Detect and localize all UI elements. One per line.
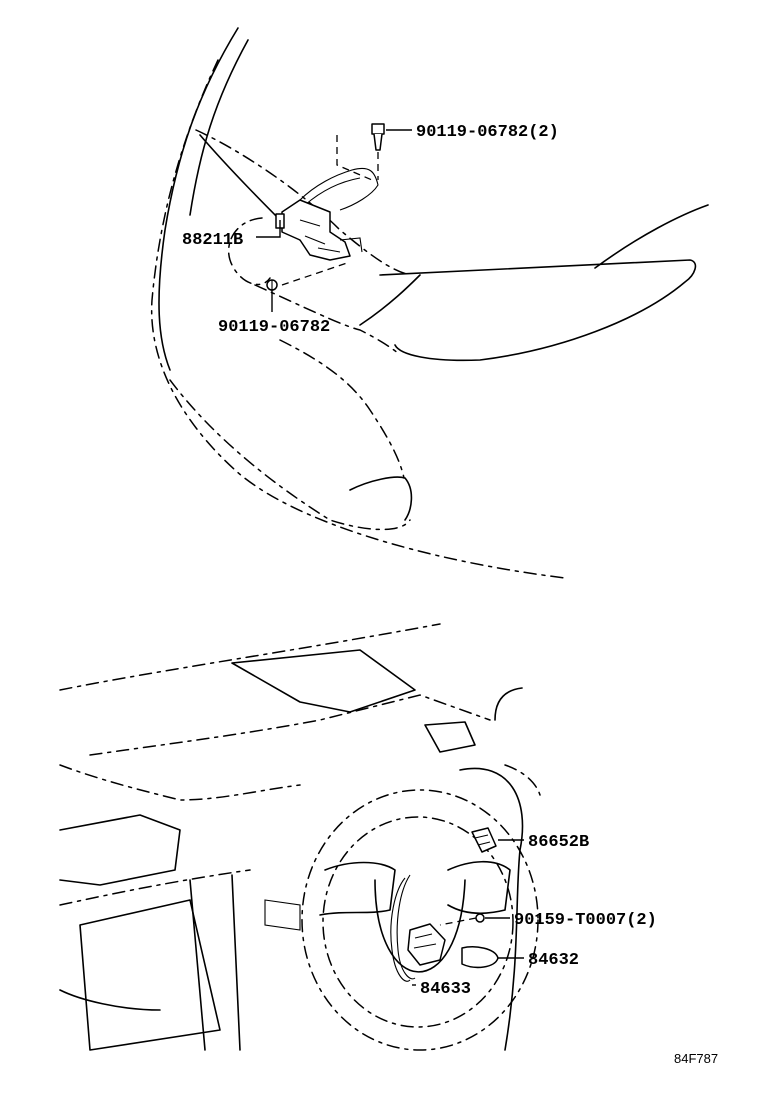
- dash-top-panel: [231, 649, 416, 713]
- module-assembly: [275, 199, 363, 261]
- hood-line-2: [379, 259, 697, 362]
- module-body: [281, 199, 351, 261]
- harness-wire: [390, 877, 411, 982]
- dash-right-edge: [494, 687, 523, 721]
- callout-bolt-lower: 90119-06782: [218, 318, 330, 337]
- switch-assembly: [407, 923, 446, 966]
- callout-screw: 90159-T0007(2): [514, 911, 657, 930]
- steering-hub: [374, 879, 466, 973]
- hood-hidden-line: [254, 284, 401, 356]
- steering-column: [264, 899, 301, 931]
- dash-center-stack: [59, 989, 161, 1011]
- fog-lamp-outline: [227, 217, 271, 286]
- steering-spoke-left: [319, 861, 396, 916]
- fender-edge-inner: [189, 39, 249, 216]
- switch-86652b: [471, 827, 497, 853]
- dash-face-line: [59, 764, 301, 801]
- dash-right-panel: [424, 721, 476, 753]
- bolt-lower-dash: [281, 261, 351, 286]
- callout-module: 88211B: [182, 231, 243, 250]
- hood-line-1: [594, 204, 709, 269]
- bolt-icon-lower: [266, 279, 278, 291]
- fender-edge-outer: [158, 27, 239, 371]
- lower-dashboard-view: 86652B 90159-T0007(2) 84632 84633: [59, 623, 657, 1051]
- callout-harness: 84633: [420, 980, 471, 999]
- dash-vertical-2: [231, 874, 241, 1051]
- lower-fascia-hidden: [279, 339, 405, 479]
- callout-switch-lower: 84632: [528, 951, 579, 970]
- steering-spoke-right: [447, 860, 511, 915]
- dash-right-hidden: [504, 764, 541, 796]
- upper-vehicle-view: 90119-06782(2) 88211B 90119-06782: [150, 27, 709, 579]
- headlight-outline: [195, 129, 411, 276]
- steering-wheel-rim-outer: [301, 789, 539, 1051]
- harness-wire-2: [396, 874, 416, 980]
- dash-left-vent: [79, 899, 221, 1051]
- dash-upper-surface: [89, 694, 491, 756]
- callout-bolt-upper: 90119-06782(2): [416, 123, 559, 142]
- callout-switch-right: 86652B: [528, 833, 589, 852]
- wire-harness-upper: [299, 167, 379, 211]
- dash-right-bulge: [459, 767, 524, 1051]
- fender-hidden-line: [150, 59, 566, 579]
- bumper-lower-hidden: [169, 379, 411, 531]
- dash-vertical-1: [189, 879, 206, 1051]
- switch-84632-knob: [461, 946, 499, 969]
- module-bracket: [339, 237, 363, 253]
- module-detail-1: [299, 219, 341, 253]
- dash-top-line: [59, 623, 441, 691]
- wire-harness-upper-2: [304, 177, 361, 206]
- grille-edge: [359, 274, 421, 326]
- illustration-code: 84F787: [674, 1051, 718, 1066]
- steering-wheel-rim-inner: [322, 816, 514, 1028]
- lower-fascia: [349, 476, 413, 521]
- module-guide-dash: [336, 135, 373, 181]
- dash-lower-line: [59, 869, 251, 906]
- screw-icon: [439, 913, 485, 926]
- dash-left-face: [59, 814, 181, 886]
- bolt-icon-upper: [371, 123, 385, 151]
- leader-module: [256, 220, 281, 238]
